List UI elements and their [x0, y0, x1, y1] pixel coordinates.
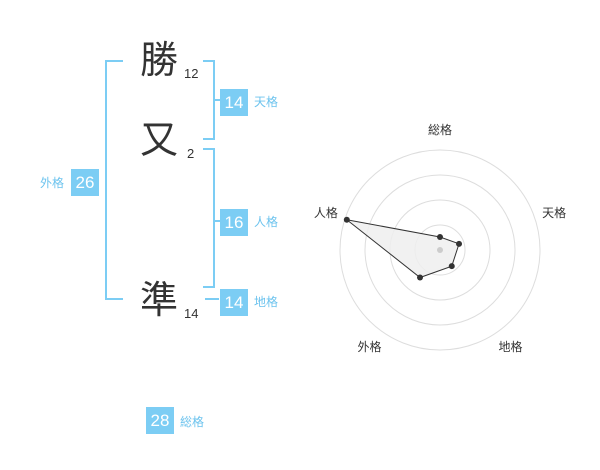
gaikaku-label: 外格	[40, 176, 65, 190]
name-char-2: 又	[140, 118, 179, 162]
tenkaku-score: 14	[220, 89, 248, 116]
radar-axis-label-4: 外格	[357, 339, 381, 354]
jinkaku-connector	[215, 220, 220, 222]
radar-point-2	[456, 240, 463, 247]
tenkaku-bracket	[203, 60, 215, 140]
chikaku-connector	[205, 298, 219, 300]
chikaku-score: 14	[220, 289, 248, 316]
tenkaku-label: 天格	[254, 95, 279, 109]
gaikaku-bracket	[105, 60, 123, 300]
jinkaku-bracket	[203, 148, 215, 288]
radar-center	[437, 247, 443, 253]
radar-axis-label-2: 天格	[542, 205, 566, 220]
name-char-3: 準	[140, 278, 179, 322]
radar-point-4	[417, 274, 424, 281]
radar-point-5	[343, 216, 350, 223]
stroke-count-3: 14	[184, 306, 199, 321]
radar-axis-label-3: 地格	[499, 339, 523, 354]
chikaku-label: 地格	[254, 295, 279, 309]
name-char-1: 勝	[140, 38, 179, 82]
stroke-count-2: 2	[187, 146, 195, 161]
radar-point-3	[448, 263, 455, 270]
radar-ring-4	[339, 149, 541, 351]
gaikaku-score: 26	[71, 169, 99, 196]
radar-point-1	[437, 234, 443, 240]
stroke-count-1: 12	[184, 66, 199, 81]
soukaku-score: 28	[146, 407, 174, 434]
tenkaku-connector	[215, 99, 220, 101]
radar-axis-label-1: 総格	[428, 122, 452, 137]
radar-polygon	[346, 219, 460, 279]
radar-ring-3	[364, 174, 516, 326]
radar-axis-label-5: 人格	[314, 205, 338, 220]
jinkaku-score: 16	[220, 209, 248, 236]
soukaku-label: 総格	[180, 415, 205, 429]
jinkaku-label: 人格	[254, 215, 279, 229]
